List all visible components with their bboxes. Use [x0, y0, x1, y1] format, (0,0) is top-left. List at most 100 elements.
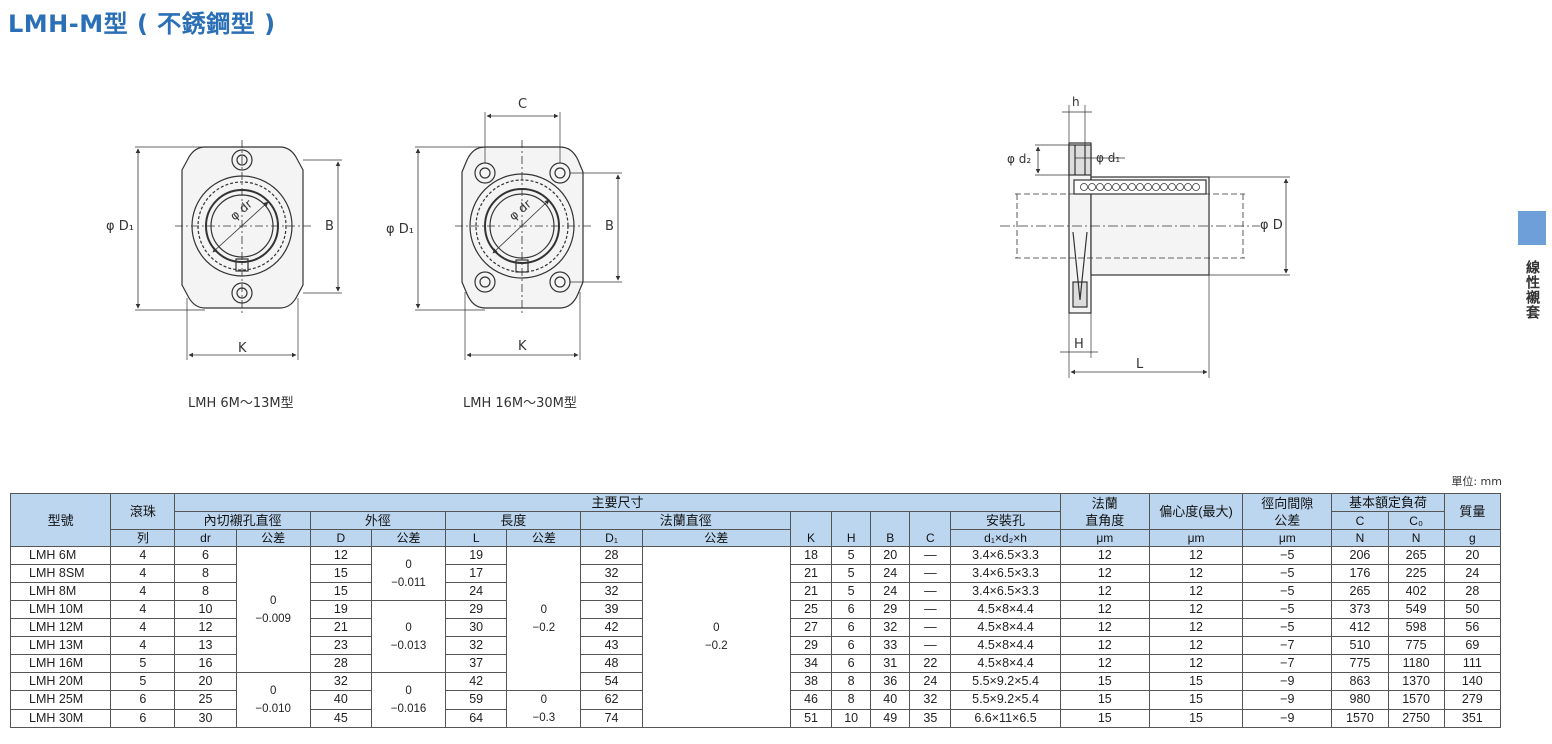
th-flange-perp: 法蘭直角度 — [1059, 493, 1150, 530]
th-c-load: C — [1331, 511, 1389, 530]
table-cell: 5 — [831, 564, 872, 583]
table-cell: 8 — [831, 690, 872, 710]
right-h-big-label: H — [1074, 337, 1084, 352]
table-cell: 12 — [1148, 654, 1244, 673]
table-cell: 12 — [1059, 546, 1150, 565]
table-cell: 5.5×9.2×5.4 — [950, 690, 1061, 710]
right-l-label: L — [1136, 357, 1144, 372]
middle-c-label: C — [518, 97, 528, 112]
th-model: 型號 — [9, 493, 112, 547]
table-cell: 40 — [309, 690, 372, 710]
table-cell: 15 — [1059, 690, 1150, 710]
table-cell: 48 — [580, 654, 643, 673]
right-phi-d1-label: φ d₁ — [1096, 151, 1121, 165]
table-cell: 59 — [445, 690, 508, 710]
table-cell: 13 — [174, 636, 237, 655]
table-cell: 6 — [110, 690, 176, 710]
table-cell: 4 — [110, 618, 176, 637]
unit-label: 單位: mm — [1451, 475, 1502, 488]
table-cell: −5 — [1242, 546, 1333, 565]
table-cell: 12 — [309, 546, 372, 565]
table-cell: 20 — [870, 546, 911, 565]
table-cell: 32 — [909, 690, 952, 710]
table-cell: 42 — [445, 672, 508, 691]
table-cell: 15 — [1148, 690, 1244, 710]
table-cell: −5 — [1242, 582, 1333, 601]
tolerance-cell: 0−0.3 — [506, 690, 582, 728]
table-cell: 62 — [580, 690, 643, 710]
table-cell: — — [909, 564, 952, 583]
left-flange-drawing — [135, 140, 342, 360]
table-cell: 1570 — [1331, 708, 1389, 728]
table-cell: 20 — [174, 672, 237, 691]
table-cell: 28 — [580, 546, 643, 565]
table-cell: 17 — [445, 564, 508, 583]
table-cell: 225 — [1387, 564, 1445, 583]
right-phi-d2-label: φ d₂ — [1007, 152, 1032, 166]
th-balls: 滾珠 — [110, 493, 176, 530]
table-cell: 1570 — [1387, 690, 1445, 710]
table-cell: 4 — [110, 564, 176, 583]
th-c: C — [909, 511, 952, 547]
table-cell: 27 — [789, 618, 833, 637]
table-cell: 29 — [445, 600, 508, 619]
table-cell: 412 — [1331, 618, 1389, 637]
left-phi-d1-label: φ D₁ — [106, 219, 134, 234]
table-cell: 15 — [1148, 708, 1244, 728]
table-cell: 10 — [174, 600, 237, 619]
table-cell: 29 — [870, 600, 911, 619]
th-dr: dr — [174, 529, 237, 547]
table-cell: 373 — [1331, 600, 1389, 619]
table-cell: 12 — [1059, 582, 1150, 601]
table-cell: 31 — [870, 654, 911, 673]
table-cell: 21 — [789, 564, 833, 583]
middle-phi-d1-label: φ D₁ — [386, 222, 414, 237]
th-h: H — [831, 511, 872, 547]
table-cell: 279 — [1443, 690, 1502, 710]
table-cell: 4 — [110, 636, 176, 655]
table-cell: 29 — [789, 636, 833, 655]
th-mount: 安裝孔 — [950, 511, 1061, 530]
side-tab[interactable] — [1518, 211, 1546, 245]
table-cell: 1180 — [1387, 654, 1445, 673]
table-cell: 8 — [831, 672, 872, 691]
table-cell: 21 — [309, 618, 372, 637]
table-cell: 30 — [174, 708, 237, 728]
table-cell: 15 — [309, 582, 372, 601]
table-cell: 6 — [831, 654, 872, 673]
left-b-label: B — [325, 219, 334, 234]
table-cell: 265 — [1387, 546, 1445, 565]
th-mount-sub: d₁×d₂×h — [950, 529, 1061, 547]
table-cell: 12 — [1148, 600, 1244, 619]
table-cell: 176 — [1331, 564, 1389, 583]
tolerance-cell: 0−0.016 — [370, 672, 447, 728]
table-cell: 20 — [1443, 546, 1502, 565]
table-cell: 45 — [309, 708, 372, 728]
tolerance-cell: 0−0.011 — [370, 546, 447, 601]
table-cell: 34 — [789, 654, 833, 673]
table-cell: 56 — [1443, 618, 1502, 637]
table-cell: 402 — [1387, 582, 1445, 601]
tolerance-cell: 0−0.009 — [235, 546, 311, 673]
table-cell: 775 — [1387, 636, 1445, 655]
table-cell: 38 — [789, 672, 833, 691]
table-cell: 6 — [831, 618, 872, 637]
table-cell: 15 — [1059, 672, 1150, 691]
table-cell: 111 — [1443, 654, 1502, 673]
table-cell: 19 — [445, 546, 508, 565]
middle-flange-drawing — [415, 112, 622, 360]
table-cell: 980 — [1331, 690, 1389, 710]
table-cell: −9 — [1242, 672, 1333, 691]
table-cell: 12 — [1148, 582, 1244, 601]
table-cell: 51 — [789, 708, 833, 728]
side-view-drawing — [1000, 105, 1290, 378]
table-cell: 12 — [1148, 618, 1244, 637]
table-cell: 549 — [1387, 600, 1445, 619]
table-cell: 140 — [1443, 672, 1502, 691]
th-tol2: 公差 — [370, 529, 447, 547]
table-cell: — — [909, 636, 952, 655]
tolerance-cell: 0−0.2 — [506, 546, 582, 691]
